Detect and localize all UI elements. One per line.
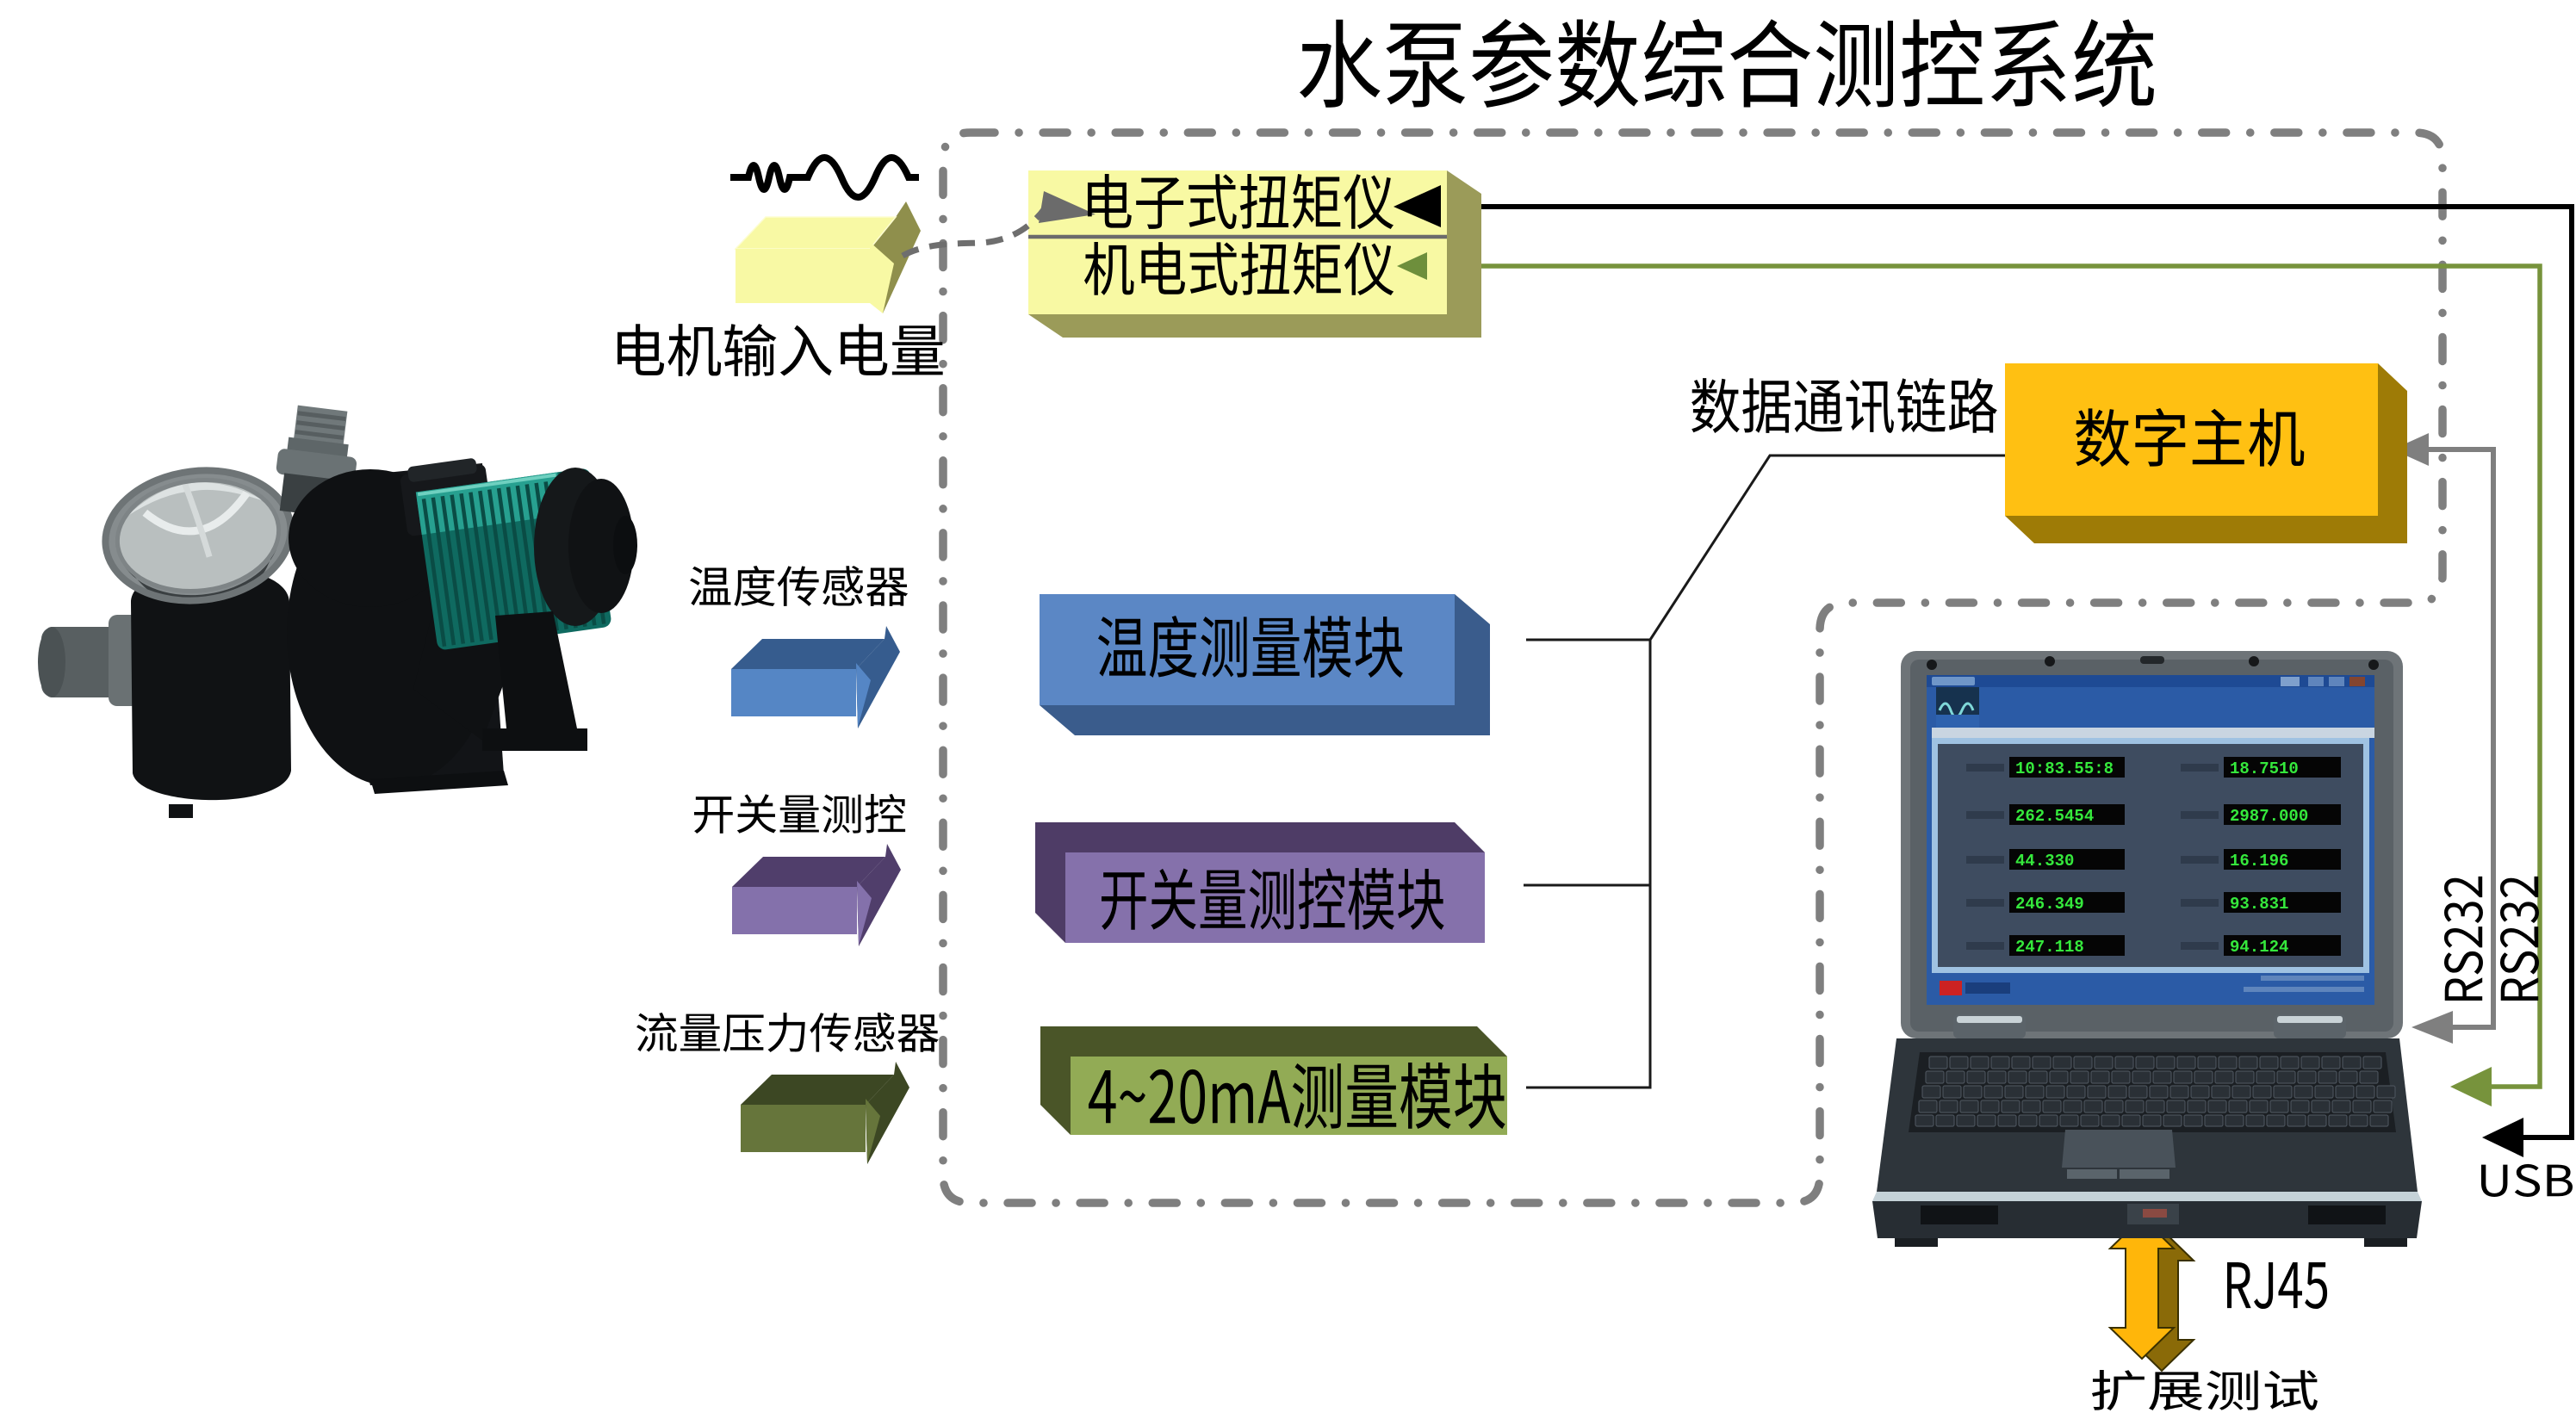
svg-text:16.196: 16.196 [2230, 852, 2288, 871]
svg-text:93.831: 93.831 [2230, 895, 2288, 914]
svg-text:247.118: 247.118 [2015, 938, 2084, 957]
svg-text:262.5454: 262.5454 [2015, 807, 2094, 826]
svg-text:44.330: 44.330 [2015, 852, 2074, 871]
svg-text:18.7510: 18.7510 [2230, 759, 2299, 778]
svg-text:94.124: 94.124 [2230, 938, 2288, 957]
svg-text:2987.000: 2987.000 [2230, 807, 2308, 826]
svg-text:10:83.55:8: 10:83.55:8 [2015, 759, 2114, 778]
svg-text:246.349: 246.349 [2015, 895, 2084, 914]
